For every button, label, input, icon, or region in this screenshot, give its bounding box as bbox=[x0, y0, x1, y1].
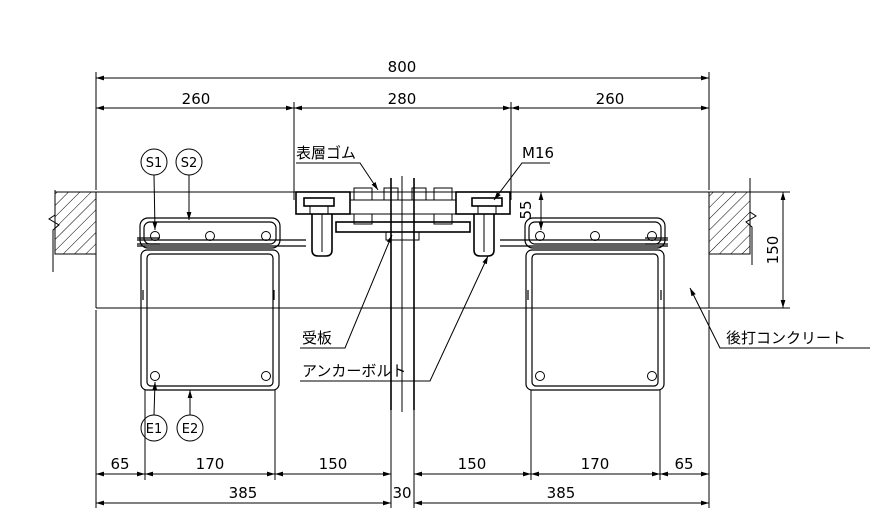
leader-anchor-bolt bbox=[300, 255, 489, 382]
rebar-mark-e1-label: E1 bbox=[146, 422, 163, 437]
rebar-mark-e2: E2 bbox=[176, 390, 204, 442]
dim-bottom-left-total: 385 bbox=[229, 484, 258, 502]
leader-receiving-plate bbox=[300, 234, 393, 349]
dim-left-width: 260 bbox=[182, 90, 211, 108]
dim-bottom-1: 65 bbox=[110, 455, 129, 473]
dim-center-width: 280 bbox=[388, 90, 417, 108]
leader-surface-rubber bbox=[296, 162, 379, 191]
rebar-mark-e1: E1 bbox=[140, 381, 168, 442]
dim-bottom-gap: 30 bbox=[392, 484, 411, 502]
existing-slab-right bbox=[708, 178, 757, 265]
rebar-mark-s1: S1 bbox=[140, 148, 168, 231]
existing-slab-left bbox=[48, 190, 97, 272]
top-dimension-lines bbox=[95, 72, 710, 200]
label-anchor-bolt: アンカーボルト bbox=[302, 362, 406, 380]
rebar-mark-s1-label: S1 bbox=[146, 156, 163, 171]
dim-bottom-right-total: 385 bbox=[547, 484, 576, 502]
dim-bottom-6: 65 bbox=[674, 455, 693, 473]
bottom-dimension-lines bbox=[95, 310, 710, 508]
rebar-mark-s2-label: S2 bbox=[181, 156, 198, 171]
label-post-concrete: 後打コンクリート bbox=[726, 329, 846, 347]
rebar-mark-s2: S2 bbox=[175, 148, 203, 220]
post-concrete-outline bbox=[55, 191, 790, 309]
dim-bottom-2: 170 bbox=[196, 455, 225, 473]
dim-right-width: 260 bbox=[596, 90, 625, 108]
leader-bolt-size bbox=[493, 162, 550, 201]
dim-slab-height: 150 bbox=[764, 236, 782, 265]
dim-total-width: 800 bbox=[388, 58, 417, 76]
label-receiving-plate: 受板 bbox=[302, 329, 332, 347]
label-surface-rubber: 表層ゴム bbox=[296, 144, 356, 162]
rebar-cage-left bbox=[137, 217, 281, 391]
dim-bottom-4: 150 bbox=[458, 455, 487, 473]
dim-gap-height: 55 bbox=[517, 200, 535, 219]
label-bolt-size: M16 bbox=[522, 144, 554, 162]
rebar-mark-e2-label: E2 bbox=[182, 422, 199, 437]
rebar-cage-right bbox=[524, 217, 668, 391]
dim-bottom-3: 150 bbox=[319, 455, 348, 473]
expansion-joint-device bbox=[295, 176, 511, 412]
dim-bottom-5: 170 bbox=[581, 455, 610, 473]
leader-post-concrete bbox=[689, 287, 870, 349]
